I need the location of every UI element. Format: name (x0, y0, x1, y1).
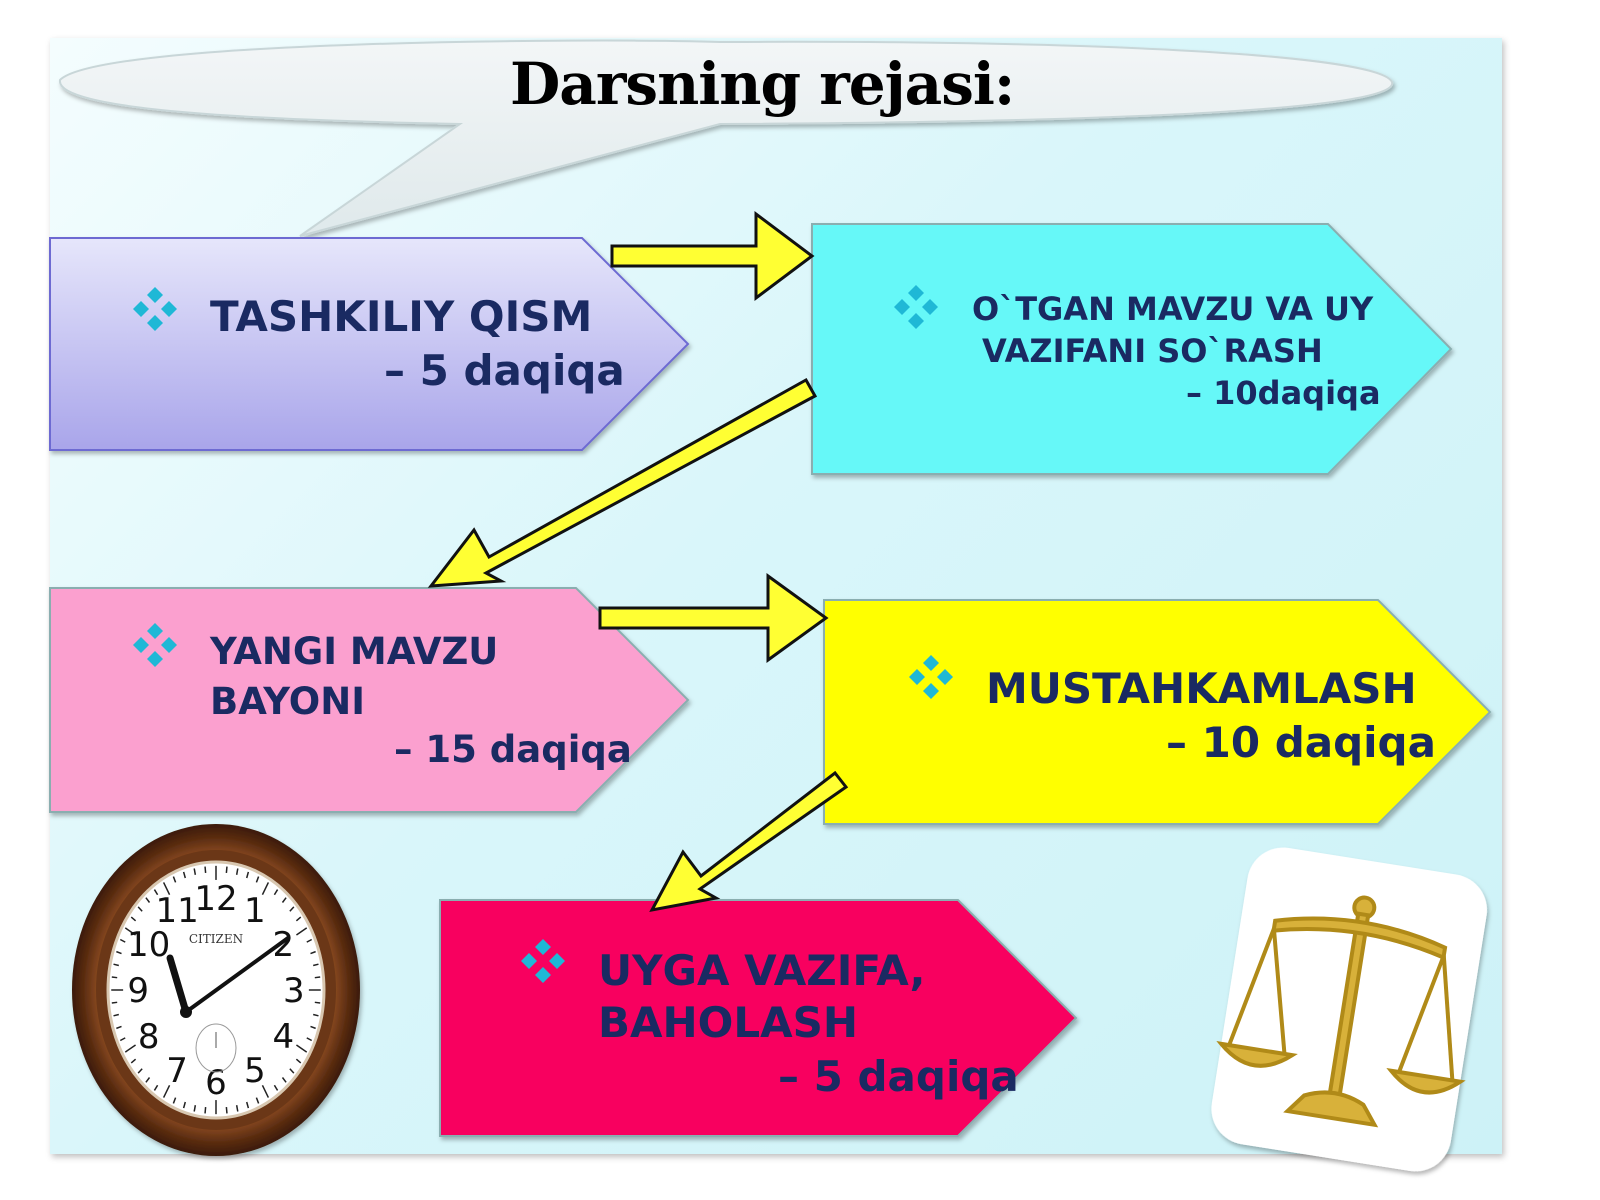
clock-numeral: 11 (155, 891, 198, 931)
clock-numeral: 3 (283, 971, 305, 1011)
step-2-shape (811, 223, 1453, 475)
arrow-step3-to-step4 (598, 573, 829, 663)
page-title: Darsning rejasi: (510, 50, 1015, 118)
step-5-label-line-1: UYGA VAZIFA, (598, 946, 926, 995)
step-2-label-line-1: O`TGAN MAVZU VA UY (972, 290, 1374, 328)
clock-numeral: 5 (244, 1051, 266, 1091)
step-4-duration: – 10 daqiqa (1166, 718, 1436, 767)
step-1-duration: – 5 daqiqa (384, 346, 625, 395)
arrow-step2-to-step3 (427, 377, 818, 588)
clock-numeral: 7 (166, 1051, 188, 1091)
step-1-label-line-1: TASHKILIY QISM (210, 292, 593, 341)
clock-numeral: 2 (273, 925, 295, 965)
step-5-label-line-2: BAHOLASH (598, 998, 859, 1047)
arrow-step1-to-step2 (610, 211, 815, 301)
step-5-bullet-icon (520, 938, 566, 984)
clock-numeral: 8 (138, 1017, 160, 1057)
balance-scales-icon (1211, 847, 1487, 1172)
clock-numeral: 6 (205, 1063, 227, 1103)
step-5-shape (439, 899, 1078, 1137)
step-5-duration: – 5 daqiqa (778, 1052, 1019, 1101)
clock-numeral: 1 (244, 891, 266, 931)
step-4-bullet-icon (908, 654, 954, 700)
step-3-label-line-2: BAYONI (210, 680, 365, 723)
step-4-label-line-1: MUSTAHKAMLASH (986, 664, 1417, 713)
step-3-shape (49, 587, 690, 813)
clock-brand: CITIZEN (189, 932, 243, 946)
arrow-step4-to-step5 (649, 770, 849, 913)
step-2-bullet-icon (893, 284, 939, 330)
step-2-label-line-2: VAZIFANI SO`RASH (982, 332, 1323, 370)
title-speech-bubble (58, 39, 1394, 237)
step-3-label-line-1: YANGI MAVZU (210, 630, 499, 673)
step-1-shape (49, 237, 690, 451)
step-3-duration: – 15 daqiqa (394, 728, 632, 771)
clock-numeral: 4 (273, 1017, 295, 1057)
step-2-duration: – 10daqiqa (1186, 374, 1381, 412)
step-1-bullet-icon (132, 286, 178, 332)
clock-numeral: 10 (127, 925, 170, 965)
clock-numeral: 12 (194, 879, 237, 919)
clock-numeral: 9 (127, 971, 149, 1011)
step-3-bullet-icon (132, 622, 178, 668)
